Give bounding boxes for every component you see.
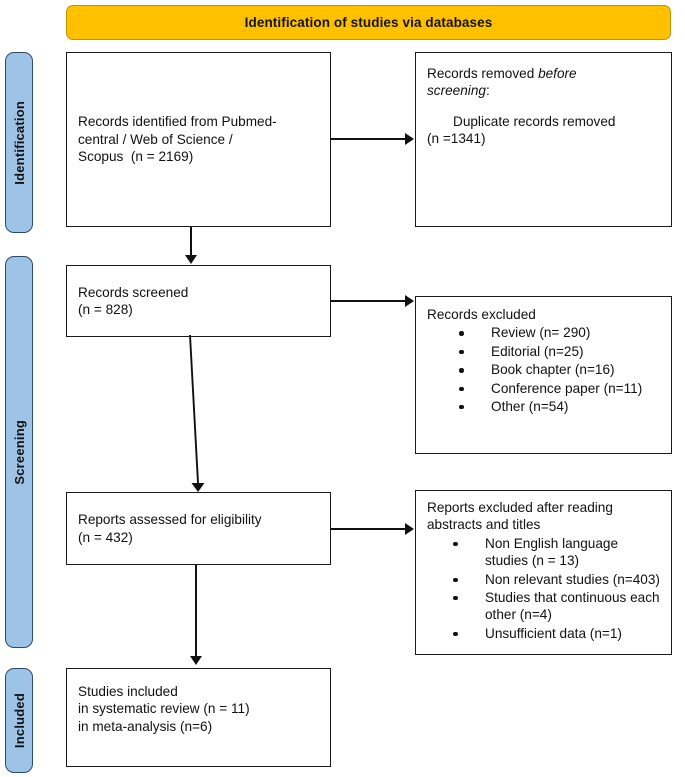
box-reports-excluded: Reports excluded after reading abstracts…	[415, 490, 672, 655]
list-item: Non English language studies (n = 13)	[451, 535, 660, 570]
studies-included-line-1: Studies included	[78, 684, 178, 699]
records-removed-heading-line-2: screening:	[427, 82, 660, 99]
list-item: Unsufficient data (n=1)	[451, 625, 660, 642]
records-screened-line-2: (n = 828)	[78, 302, 133, 317]
list-item: Review (n= 290)	[457, 324, 660, 341]
arrowhead-assessed-to-included	[189, 656, 202, 665]
connector-screened-to-excluded	[331, 300, 406, 302]
records-removed-colon: :	[485, 83, 490, 99]
records-identified-line-3: Scopus (n = 2169)	[78, 149, 194, 165]
reports-assessed-line-2: (n = 432)	[78, 529, 133, 545]
list-item: Editorial (n=25)	[457, 343, 660, 360]
reports-assessed-line-1: Reports assessed for eligibility	[78, 512, 262, 528]
arrowhead-identified-to-screened	[184, 255, 197, 264]
arrowhead-screened-to-excluded	[405, 294, 414, 307]
records-identified-line-1: Records identified from Pubmed-	[78, 114, 277, 130]
records-excluded-bullet-list: Review (n= 290) Editorial (n=25) Book ch…	[427, 323, 660, 415]
stage-label-included-text: Included	[11, 692, 27, 749]
stage-label-identification: Identification	[5, 52, 33, 233]
studies-included-line-2: in systematic review (n = 11)	[78, 701, 250, 717]
box-records-excluded: Records excluded Review (n= 290) Editori…	[415, 296, 672, 454]
records-screened-line-1: Records screened	[78, 284, 189, 300]
studies-included-line-3: in meta-analysis (n=6)	[78, 718, 213, 734]
connector-assessed-to-included	[195, 565, 197, 657]
records-excluded-heading: Records excluded	[427, 307, 536, 322]
reports-excluded-bullet-list: Non English language studies (n = 13) No…	[427, 534, 660, 642]
stage-label-included: Included	[5, 668, 33, 773]
records-removed-heading-line-1: Records removed before	[427, 65, 660, 82]
box-records-screened: Records screened (n = 828)	[66, 265, 331, 337]
records-removed-spacer	[427, 100, 660, 113]
stage-label-screening: Screening	[5, 256, 33, 648]
records-identified-line-2: central / Web of Science /	[78, 131, 233, 147]
box-records-removed: Records removed before screening: Duplic…	[415, 52, 672, 227]
box-studies-included: Studies included in systematic review (n…	[66, 668, 331, 767]
stage-label-identification-text: Identification	[11, 100, 27, 185]
list-item: Studies that continuous each other (n=4)	[451, 589, 660, 624]
identification-phase-banner: Identification of studies via databases	[66, 5, 671, 40]
arrowhead-assessed-to-reports-excluded	[405, 522, 414, 535]
stage-label-screening-text: Screening	[11, 419, 27, 485]
records-removed-detail-line-2: (n =1341)	[427, 131, 486, 147]
arrowhead-identified-to-removed	[405, 132, 414, 145]
records-removed-heading-plain: Records removed	[427, 66, 539, 81]
list-item: Book chapter (n=16)	[457, 361, 660, 378]
reports-excluded-heading-line-2: abstracts and titles	[427, 517, 541, 533]
connector-assessed-to-reports-excluded	[331, 528, 406, 530]
records-removed-screening-italic: screening	[427, 83, 486, 99]
connector-line	[189, 334, 199, 484]
list-item: Other (n=54)	[457, 398, 660, 415]
banner-label: Identification of studies via databases	[244, 15, 493, 30]
connector-screened-to-assessed	[189, 334, 205, 492]
list-item: Non relevant studies (n=403)	[451, 571, 660, 588]
records-removed-detail-line-1: Duplicate records removed	[453, 113, 616, 129]
connector-identified-to-removed	[331, 138, 406, 140]
reports-excluded-heading-line-1: Reports excluded after reading	[427, 500, 613, 515]
box-reports-assessed: Reports assessed for eligibility (n = 43…	[66, 492, 331, 565]
box-records-identified: Records identified from Pubmed- central …	[66, 52, 331, 227]
connector-identified-to-screened	[190, 227, 192, 256]
records-removed-heading-italic: before	[538, 66, 577, 81]
arrowhead-screened-to-assessed	[191, 483, 205, 492]
list-item: Conference paper (n=11)	[457, 380, 660, 397]
